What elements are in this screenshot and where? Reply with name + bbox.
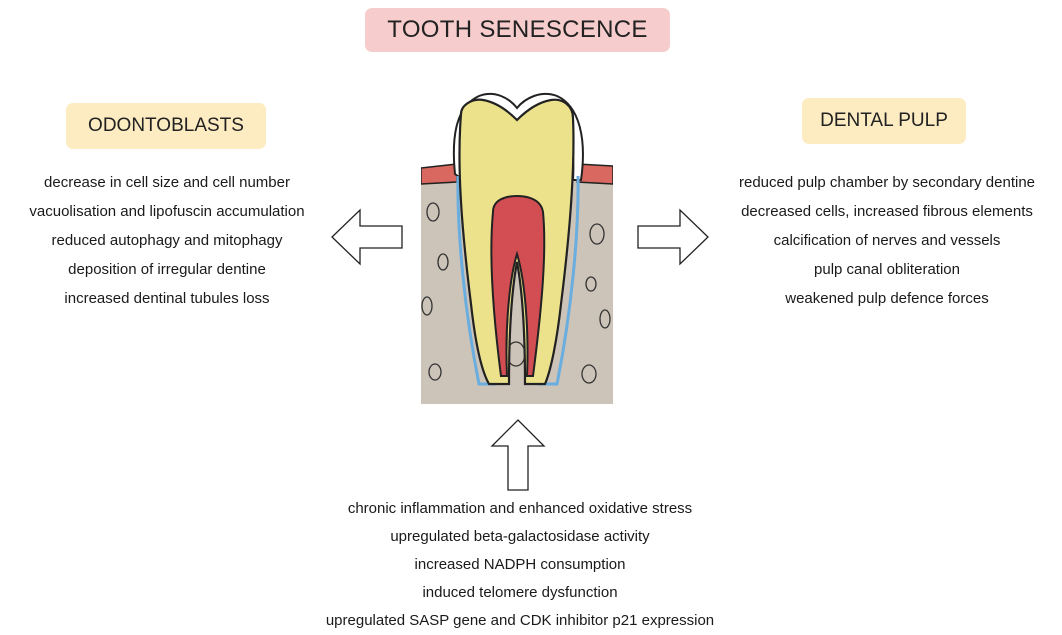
odontoblasts-label: ODONTOBLASTS	[66, 103, 266, 149]
dental-pulp-label: DENTAL PULP	[802, 98, 966, 144]
list-item: induced telomere dysfunction	[270, 579, 770, 607]
odontoblasts-list: decrease in cell size and cell number va…	[0, 168, 334, 313]
gingiva-left-icon	[421, 164, 457, 184]
list-item: upregulated beta-galactosidase activity	[270, 523, 770, 551]
right-arrow-icon	[636, 208, 710, 266]
list-item: calcification of nerves and vessels	[712, 226, 1062, 255]
list-item: weakened pulp defence forces	[712, 284, 1062, 313]
causes-list: chronic inflammation and enhanced oxidat…	[270, 495, 770, 635]
list-item: pulp canal obliteration	[712, 255, 1062, 284]
left-arrow-icon	[330, 208, 404, 266]
dental-pulp-list: reduced pulp chamber by secondary dentin…	[712, 168, 1062, 313]
up-arrow-icon	[490, 418, 546, 492]
list-item: deposition of irregular dentine	[0, 255, 334, 284]
list-item: increased NADPH consumption	[270, 551, 770, 579]
list-item: decreased cells, increased fibrous eleme…	[712, 197, 1062, 226]
tooth-illustration	[421, 84, 613, 404]
list-item: vacuolisation and lipofuscin accumulatio…	[0, 197, 334, 226]
list-item: increased dentinal tubules loss	[0, 284, 334, 313]
list-item: reduced pulp chamber by secondary dentin…	[712, 168, 1062, 197]
list-item: decrease in cell size and cell number	[0, 168, 334, 197]
list-item: reduced autophagy and mitophagy	[0, 226, 334, 255]
list-item: upregulated SASP gene and CDK inhibitor …	[270, 607, 770, 635]
diagram-title: TOOTH SENESCENCE	[365, 8, 670, 52]
list-item: chronic inflammation and enhanced oxidat…	[270, 495, 770, 523]
